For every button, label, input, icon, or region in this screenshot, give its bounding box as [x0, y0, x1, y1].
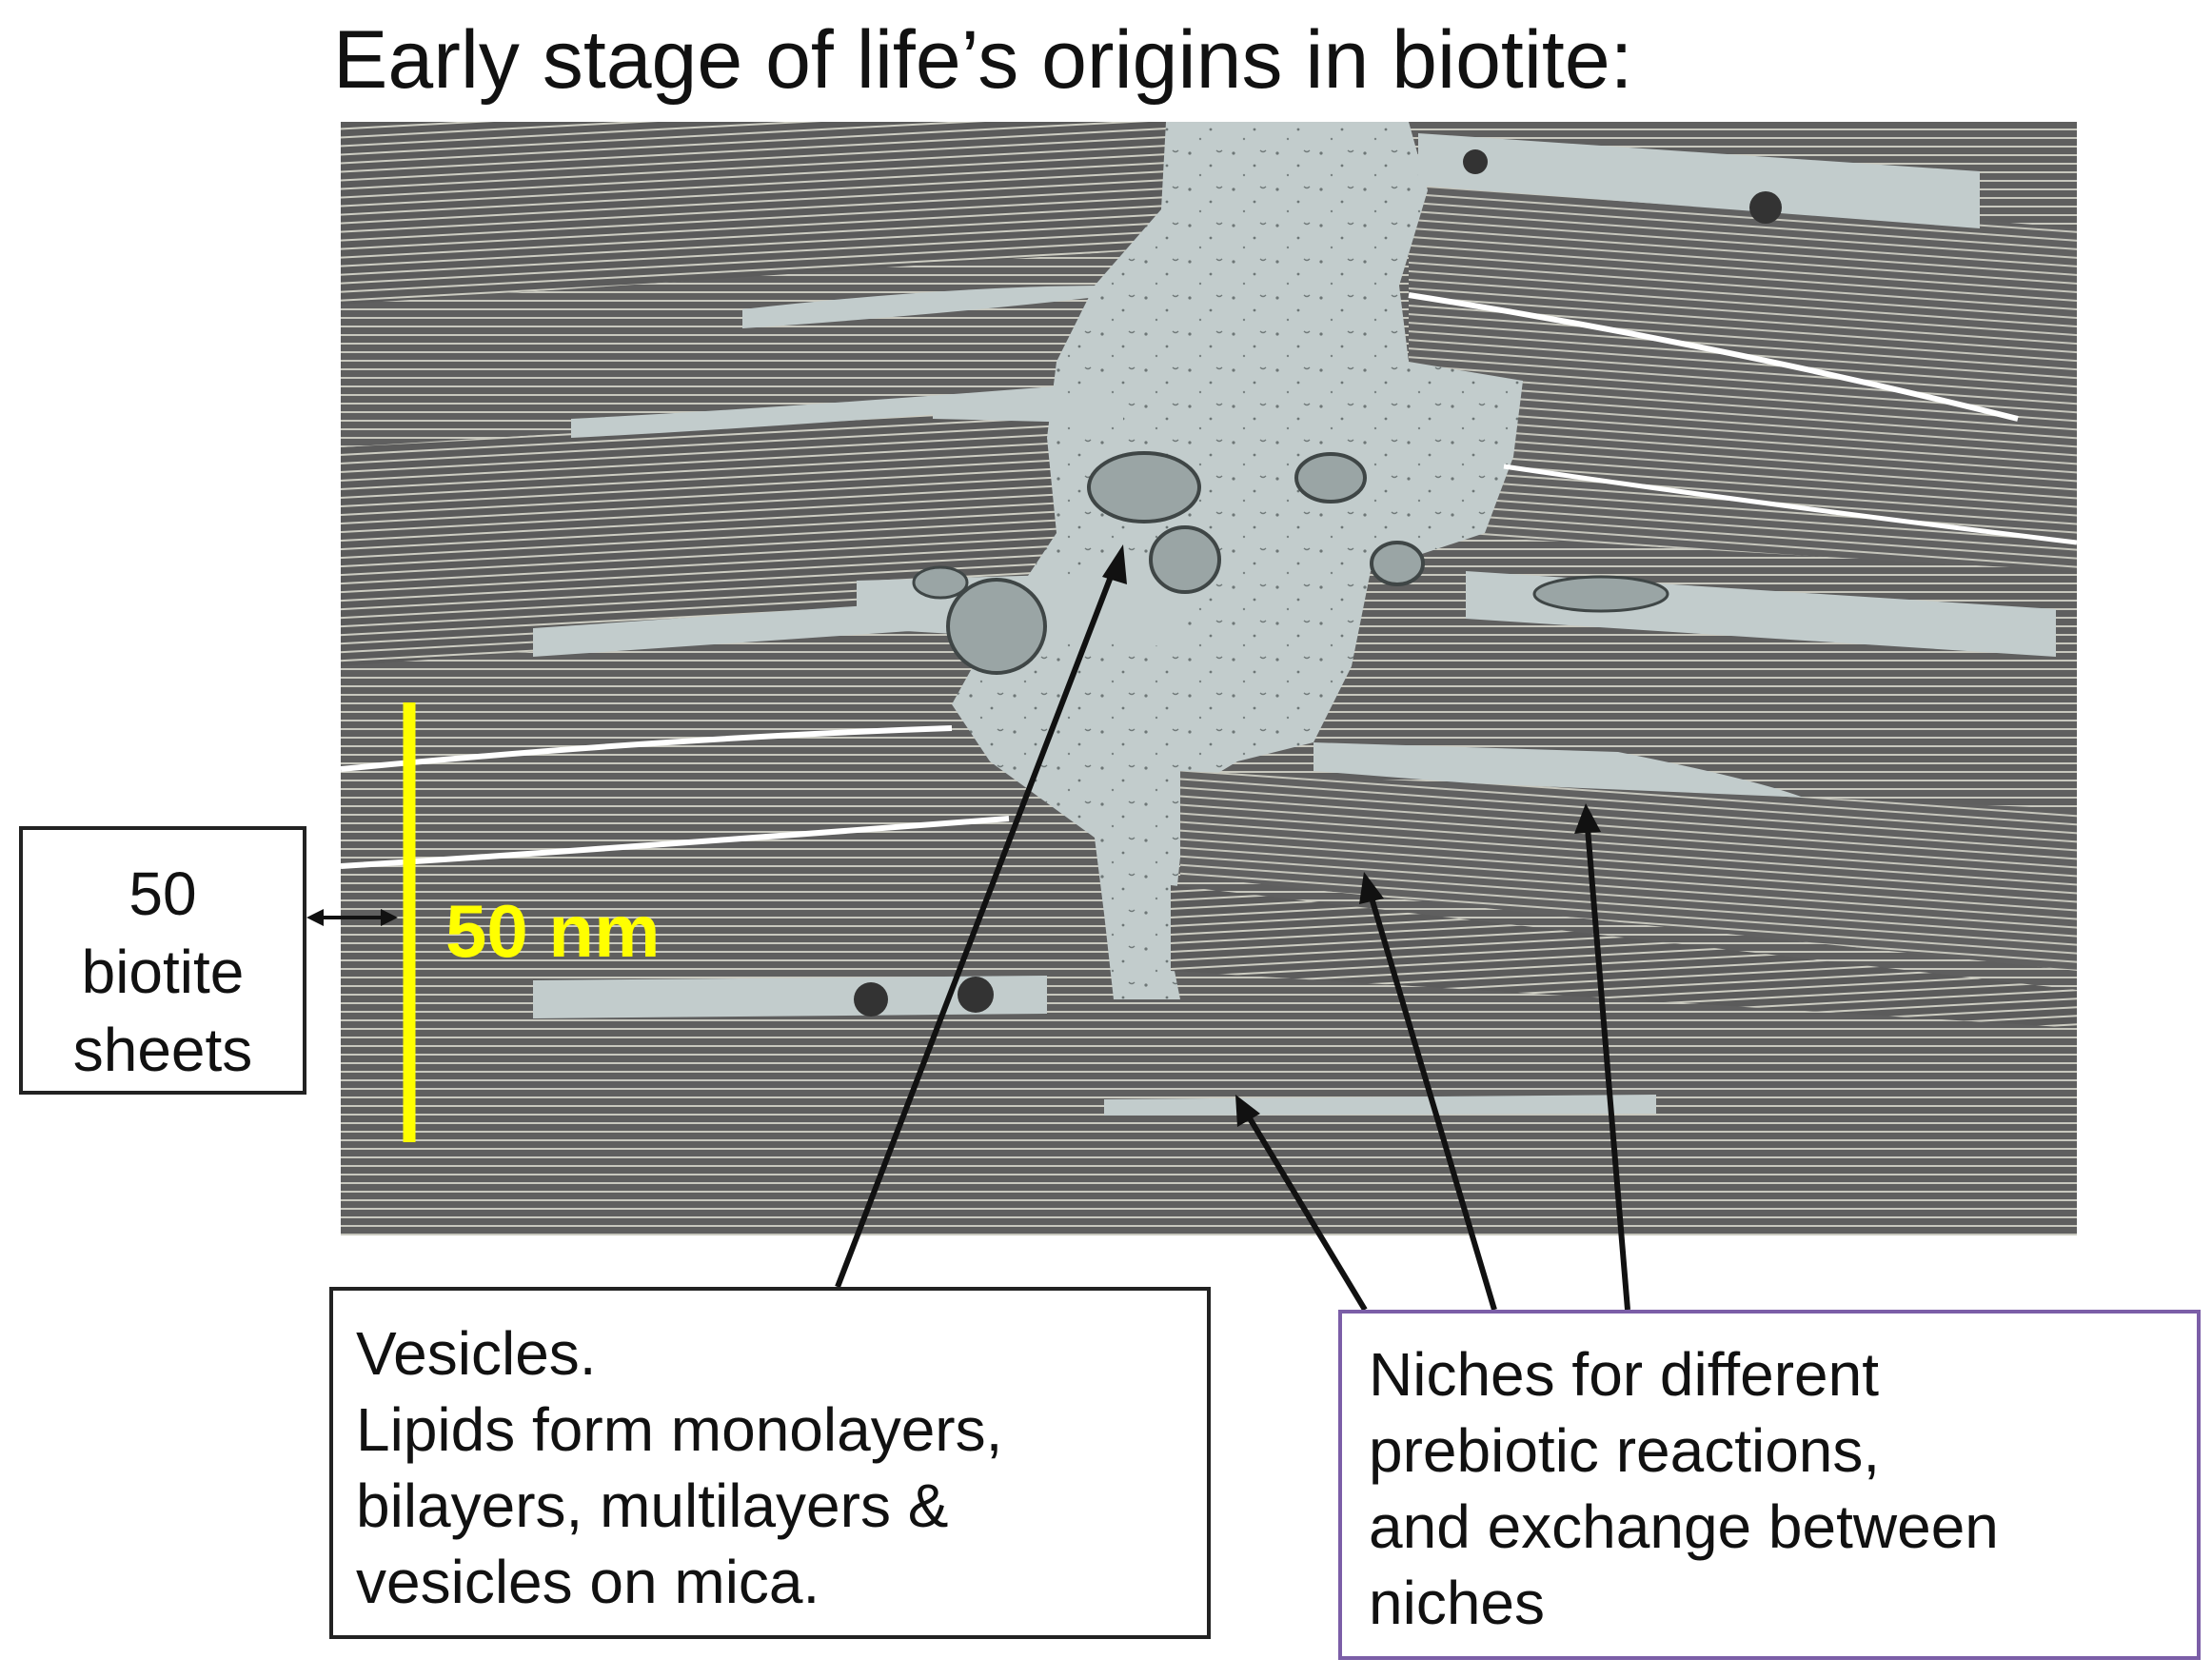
niche-pointer-line-1 — [1244, 1112, 1368, 1312]
arrow-head-icon — [1235, 1095, 1260, 1127]
arrow-head-icon — [1574, 803, 1601, 834]
scale-bar-label: 50 nm — [445, 889, 660, 973]
vesicles-pointer-line — [835, 567, 1116, 1289]
niches-label-line: Niches for different — [1369, 1340, 1879, 1409]
niche-pointer-line-3 — [1585, 827, 1630, 1311]
sheets-label-line: 50 — [128, 859, 197, 928]
vesicles-label-line: Lipids form monolayers, — [356, 1395, 1003, 1464]
vesicles-label-line: bilayers, multilayers & — [356, 1472, 949, 1540]
sheets-label-line: sheets — [72, 1016, 253, 1084]
vesicles-label-line: Vesicles. — [356, 1319, 597, 1388]
niches-label-box: Niches for different prebiotic reactions… — [1338, 1310, 2201, 1660]
niches-label-line: and exchange between — [1369, 1492, 1999, 1561]
figure-title: Early stage of life’s origins in biotite… — [333, 14, 1633, 106]
arrow-head-left-icon — [306, 909, 324, 926]
niches-label-line: niches — [1369, 1569, 1545, 1637]
sheets-label-line: biotite — [81, 938, 245, 1006]
biotite-sheets-label-box: 50 biotite sheets — [19, 826, 306, 1095]
vesicles-label-line: vesicles on mica. — [356, 1548, 820, 1616]
micrograph-panel — [341, 122, 2077, 1235]
niches-label-line: prebiotic reactions, — [1369, 1416, 1881, 1485]
niche-pointer-line-2 — [1368, 894, 1497, 1311]
arrow-head-right-icon — [381, 909, 398, 926]
arrow-head-icon — [1102, 544, 1127, 584]
vesicles-label-box: Vesicles. Lipids form monolayers, bilaye… — [329, 1287, 1211, 1639]
arrow-head-icon — [1359, 872, 1384, 904]
